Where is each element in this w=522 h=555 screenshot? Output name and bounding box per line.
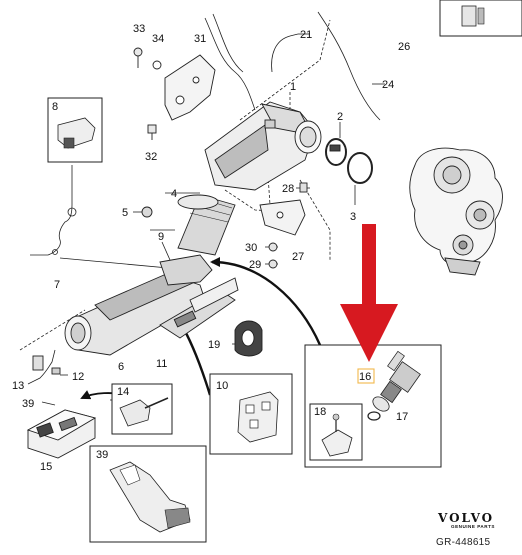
callout-6: 6 bbox=[118, 361, 124, 373]
sensor-16-icon bbox=[372, 350, 421, 412]
callout-21: 21 bbox=[300, 29, 312, 41]
callout-7: 7 bbox=[54, 279, 60, 291]
callout-39a: 39 bbox=[22, 398, 34, 410]
callout-30: 30 bbox=[245, 242, 257, 254]
brand-block: VOLVO GENUINE PARTS GR-448615 bbox=[436, 511, 495, 548]
callout-10: 10 bbox=[216, 380, 228, 392]
callout-29: 29 bbox=[249, 259, 261, 271]
callout-5: 5 bbox=[122, 207, 128, 219]
brand-logo: VOLVO bbox=[437, 511, 494, 525]
inset-top-right-cropped bbox=[439, 0, 522, 37]
callout-2: 2 bbox=[337, 111, 343, 123]
inset-39 bbox=[89, 445, 207, 543]
callout-8: 8 bbox=[52, 101, 58, 113]
callout-14: 14 bbox=[117, 386, 129, 398]
gasket-ring-icon bbox=[347, 152, 373, 184]
callout-31: 31 bbox=[194, 33, 206, 45]
o-ring-icon bbox=[367, 411, 381, 421]
callout-1: 1 bbox=[290, 81, 296, 93]
highlight-arrow bbox=[340, 224, 398, 362]
brand-tagline: GENUINE PARTS bbox=[451, 524, 495, 529]
drawing-reference: GR-448615 bbox=[436, 537, 491, 548]
callout-12: 12 bbox=[72, 371, 84, 383]
inset-8 bbox=[47, 97, 103, 163]
inset-10 bbox=[209, 373, 293, 455]
callout-labels: 1 2 3 4 5 6 7 8 9 10 11 12 13 14 15 16 1… bbox=[12, 23, 410, 473]
sensor-clamp-icon bbox=[321, 429, 353, 457]
inset-14 bbox=[111, 383, 173, 435]
callout-24: 24 bbox=[382, 79, 394, 91]
callout-27: 27 bbox=[292, 251, 304, 263]
callout-26: 26 bbox=[398, 41, 410, 53]
callout-34: 34 bbox=[152, 33, 164, 45]
callout-4: 4 bbox=[171, 188, 177, 200]
bracket-27-icon bbox=[259, 199, 306, 236]
callout-39b: 39 bbox=[96, 449, 108, 461]
clamp-icon bbox=[325, 138, 347, 166]
callout-11: 11 bbox=[156, 358, 167, 370]
callout-28: 28 bbox=[282, 183, 294, 195]
main-components bbox=[26, 47, 503, 459]
callout-33: 33 bbox=[133, 23, 145, 35]
inset-16-detail bbox=[304, 344, 442, 468]
highlight-box bbox=[357, 368, 375, 384]
callout-17: 17 bbox=[396, 411, 408, 423]
callout-3: 3 bbox=[350, 211, 356, 223]
bracket-31-icon bbox=[164, 54, 216, 121]
turbocharger-icon bbox=[409, 147, 503, 266]
flex-pipe-icon bbox=[177, 194, 236, 256]
callout-9: 9 bbox=[158, 231, 164, 243]
callout-16: 16 bbox=[359, 371, 371, 383]
callout-13: 13 bbox=[12, 380, 24, 392]
callout-15: 15 bbox=[40, 461, 52, 473]
callout-18: 18 bbox=[314, 406, 326, 418]
callout-19: 19 bbox=[208, 339, 220, 351]
callout-32: 32 bbox=[145, 151, 157, 163]
